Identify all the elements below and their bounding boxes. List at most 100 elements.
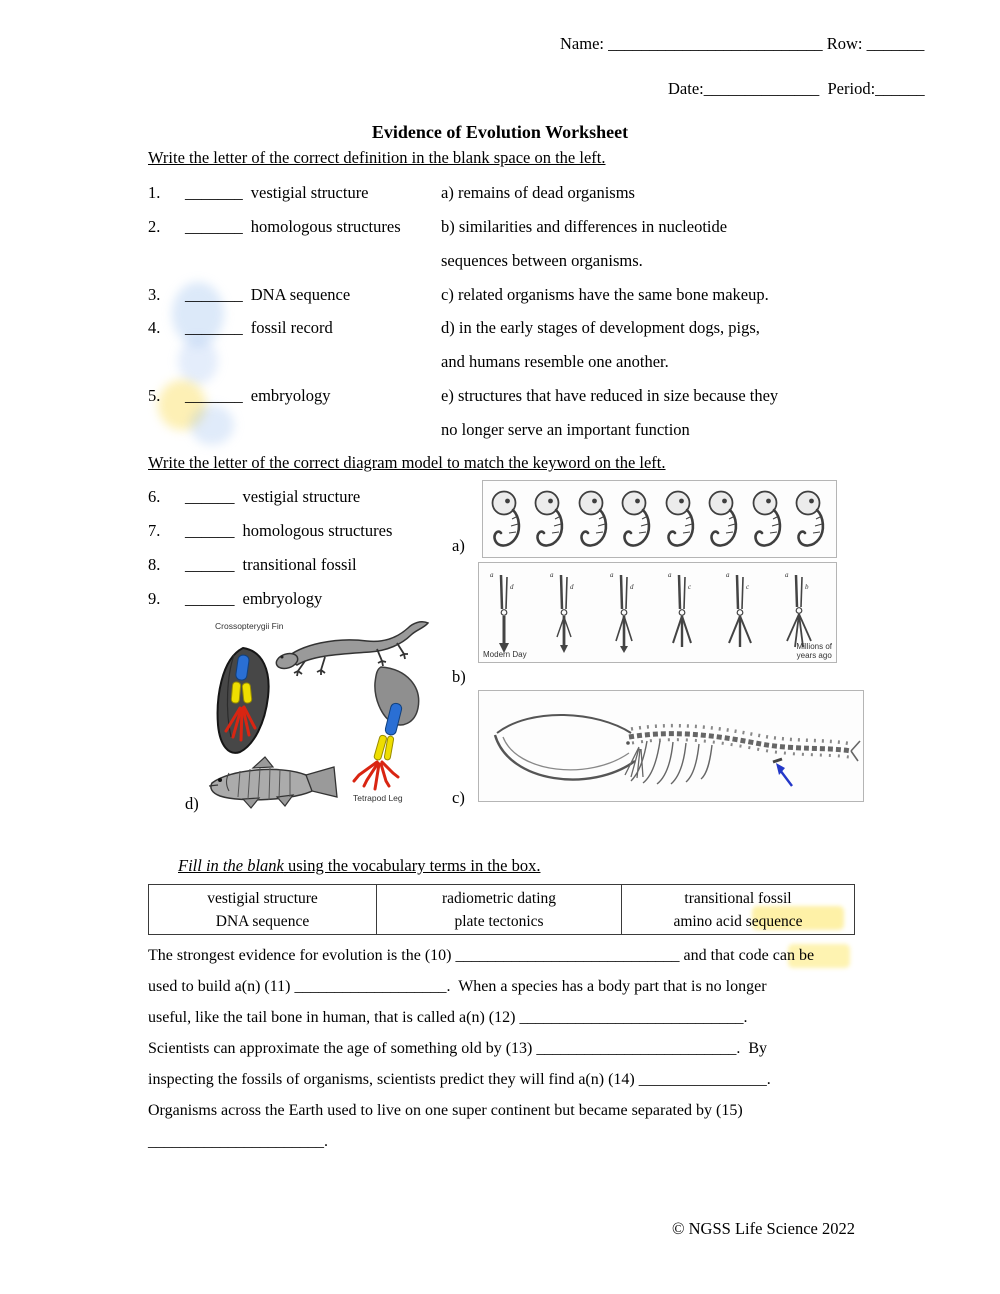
watermark-highlight — [752, 906, 844, 930]
diagram-label-b: b) — [452, 667, 466, 686]
watermark-blob — [172, 282, 224, 346]
date-blank: ______________ — [703, 79, 820, 98]
item-number: 9. — [148, 589, 161, 608]
horse-leg-evolution-figure: a d a d a d — [478, 562, 837, 663]
definition-e-line2: no longer serve an important function — [441, 420, 690, 439]
diagram-label-a: a) — [452, 536, 465, 555]
term-label: transitional fossil — [242, 555, 357, 574]
crossopterygii-fin-caption: Crossopterygii Fin — [215, 621, 284, 631]
diagram-item: 7. ______ homologous structures — [148, 521, 392, 541]
vocab-term: amino acid sequence — [673, 913, 803, 930]
term-label: fossil record — [250, 318, 333, 337]
diagram-label-d: d) — [185, 794, 199, 813]
period-blank: ______ — [875, 79, 925, 98]
header-name-row-line: Name: __________________________ Row: __… — [560, 34, 924, 54]
bone-letter: c — [688, 583, 692, 591]
fill-in-heading-italic: Fill in the blank — [178, 856, 284, 875]
matching-item: 3._______DNA sequence — [148, 285, 350, 305]
matching-item: 1._______vestigial structure — [148, 183, 369, 203]
bone-letter: c — [746, 583, 750, 591]
bone-letter: d — [570, 583, 574, 591]
paragraph-line: Organisms across the Earth used to live … — [148, 1102, 743, 1119]
fin-to-leg-figure: Crossopterygii Fin Tetrapod Leg — [185, 615, 447, 810]
paragraph-line: inspecting the fossils of organisms, sci… — [148, 1071, 771, 1088]
header-date-period-line: Date:______________ Period:______ — [668, 79, 925, 99]
vocab-column: transitional fossil amino acid sequence — [621, 885, 854, 934]
matching-instruction: Write the letter of the correct definiti… — [148, 148, 606, 167]
definition-e-line1: e) structures that have reduced in size … — [441, 386, 779, 405]
answer-blank: ______ — [185, 487, 235, 506]
vocab-box: vestigial structure DNA sequence radiome… — [148, 884, 855, 935]
answer-blank: ______ — [185, 521, 235, 540]
paragraph-line: ______________________. — [148, 1133, 328, 1150]
term-label: homologous structures — [242, 521, 393, 540]
vocab-column: vestigial structure DNA sequence — [149, 885, 376, 934]
item-number: 1. — [148, 183, 161, 202]
vocab-term: vestigial structure — [207, 890, 318, 907]
vocab-term: transitional fossil — [684, 890, 792, 907]
paragraph-line: The strongest evidence for evolution is … — [148, 947, 815, 964]
millions-years-caption: Millions of years ago — [796, 642, 832, 660]
answer-blank: ______ — [185, 589, 235, 608]
item-number: 3. — [148, 285, 161, 304]
row-label: Row: — [826, 34, 863, 53]
bone-letter: a — [490, 571, 494, 579]
item-number: 2. — [148, 217, 161, 236]
definition-b-line1: b) similarities and differences in nucle… — [441, 217, 728, 236]
definition-c: c) related organisms have the same bone … — [441, 285, 769, 304]
term-label: vestigial structure — [242, 487, 361, 506]
row-blank: _______ — [866, 34, 925, 53]
answer-blank: _______ — [185, 318, 243, 337]
matching-item: 2._______homologous structures — [148, 217, 401, 237]
vocab-term: radiometric dating — [441, 890, 557, 907]
diagram-instruction: Write the letter of the correct diagram … — [148, 453, 666, 472]
bone-letter: a — [668, 571, 672, 579]
term-label: homologous structures — [250, 217, 401, 236]
fill-in-heading: Fill in the blank using the vocabulary t… — [178, 856, 540, 876]
name-label: Name: — [560, 34, 604, 53]
modern-day-caption: Modern Day — [483, 650, 527, 659]
item-number: 8. — [148, 555, 161, 574]
term-label: vestigial structure — [250, 183, 369, 202]
item-number: 6. — [148, 487, 161, 506]
bone-letter: a — [726, 571, 730, 579]
watermark-blob — [178, 338, 218, 384]
diagram-item: 9.______embryology — [148, 589, 322, 609]
answer-blank: _______ — [185, 386, 243, 405]
definition-d-line1: d) in the early stages of development do… — [441, 318, 760, 337]
item-number: 5. — [148, 386, 161, 405]
answer-blank: ______ — [185, 555, 235, 574]
vocab-column: radiometric dating plate tectonics — [376, 885, 621, 934]
paragraph-line: useful, like the tail bone in human, tha… — [148, 1009, 748, 1026]
watermark-blob — [190, 405, 234, 445]
bone-letter: a — [610, 571, 614, 579]
name-blank: __________________________ — [608, 34, 823, 53]
definition-a: a) remains of dead organisms — [441, 183, 635, 202]
diagram-item: 8. ______ transitional fossil — [148, 555, 357, 575]
bone-letter: b — [805, 583, 809, 591]
bone-letter: a — [785, 571, 789, 579]
horse-leg-evolution-image: a d a d a d — [490, 571, 812, 653]
period-label: Period: — [827, 79, 876, 98]
page-title: Evidence of Evolution Worksheet — [371, 122, 629, 142]
bone-letter: a — [550, 571, 554, 579]
item-number: 7. — [148, 521, 161, 540]
whale-skeleton-figure — [478, 690, 864, 802]
bone-letter: d — [630, 583, 634, 591]
item-number: 4. — [148, 318, 161, 337]
copyright-footer: © NGSS Life Science 2022 — [671, 1219, 855, 1238]
matching-item: 5._______embryology — [148, 386, 331, 406]
date-label: Date: — [668, 79, 704, 98]
embryo-comparison-figure — [482, 480, 837, 558]
fill-in-heading-rest: using the vocabulary terms in the box. — [283, 856, 541, 875]
whale-skeleton-image — [493, 713, 861, 787]
watermark-blob — [158, 380, 206, 430]
definition-b-line2: sequences between organisms. — [441, 251, 643, 270]
vocab-term: plate tectonics — [454, 913, 544, 930]
diagram-label-c: c) — [452, 788, 465, 807]
paragraph-line: used to build a(n) (11) ________________… — [148, 978, 767, 995]
paragraph-line: Scientists can approximate the age of so… — [148, 1040, 768, 1057]
diagram-item: 6. ______ vestigial structure — [148, 487, 360, 507]
answer-blank: _______ — [185, 285, 243, 304]
